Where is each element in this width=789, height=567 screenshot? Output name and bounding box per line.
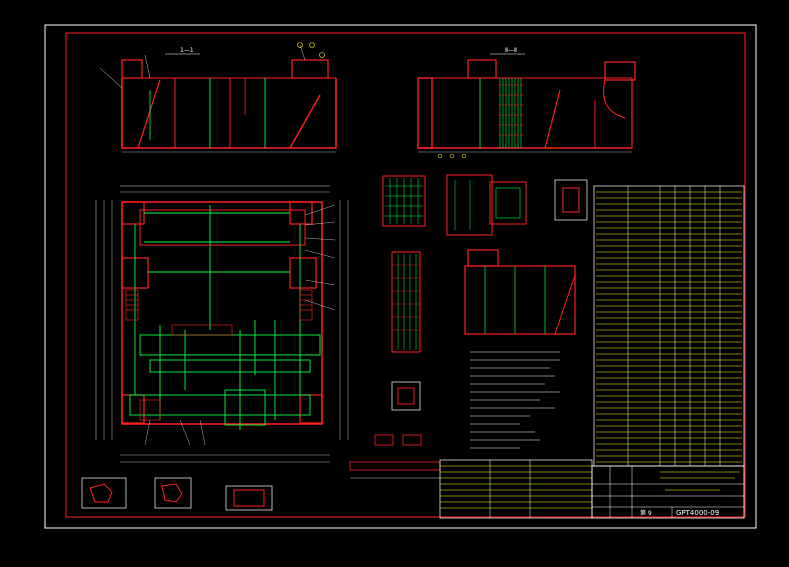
section-2-2-view: Ⅱ—Ⅱ bbox=[417, 47, 636, 159]
general-notes-block bbox=[470, 351, 560, 449]
bottom-detail-3 bbox=[225, 485, 273, 511]
sheet-number-label: 第 9 bbox=[640, 509, 652, 517]
detail-section-d bbox=[464, 249, 576, 335]
revision-table bbox=[439, 459, 593, 519]
section-1-1-view: 1—1 bbox=[99, 42, 337, 153]
outer-sheet-border bbox=[44, 24, 757, 529]
title-block: 第 9 GPT4000-09 bbox=[591, 465, 745, 519]
drawing-number: GPT4000-09 bbox=[676, 509, 719, 517]
small-bar-details bbox=[349, 434, 441, 479]
bottom-detail-2 bbox=[154, 477, 192, 509]
bottom-detail-1 bbox=[81, 477, 127, 509]
detail-section-b bbox=[446, 174, 527, 236]
material-schedule-table bbox=[593, 185, 745, 467]
foundation-plan-view bbox=[95, 185, 349, 463]
inner-drawing-frame bbox=[65, 32, 746, 518]
section-2-2-label: Ⅱ—Ⅱ bbox=[505, 47, 517, 54]
detail-section-a bbox=[382, 175, 426, 227]
small-detail-block bbox=[391, 381, 421, 411]
detail-section-c bbox=[554, 179, 588, 221]
detail-column-section bbox=[391, 251, 421, 353]
section-1-1-label: 1—1 bbox=[180, 47, 194, 54]
